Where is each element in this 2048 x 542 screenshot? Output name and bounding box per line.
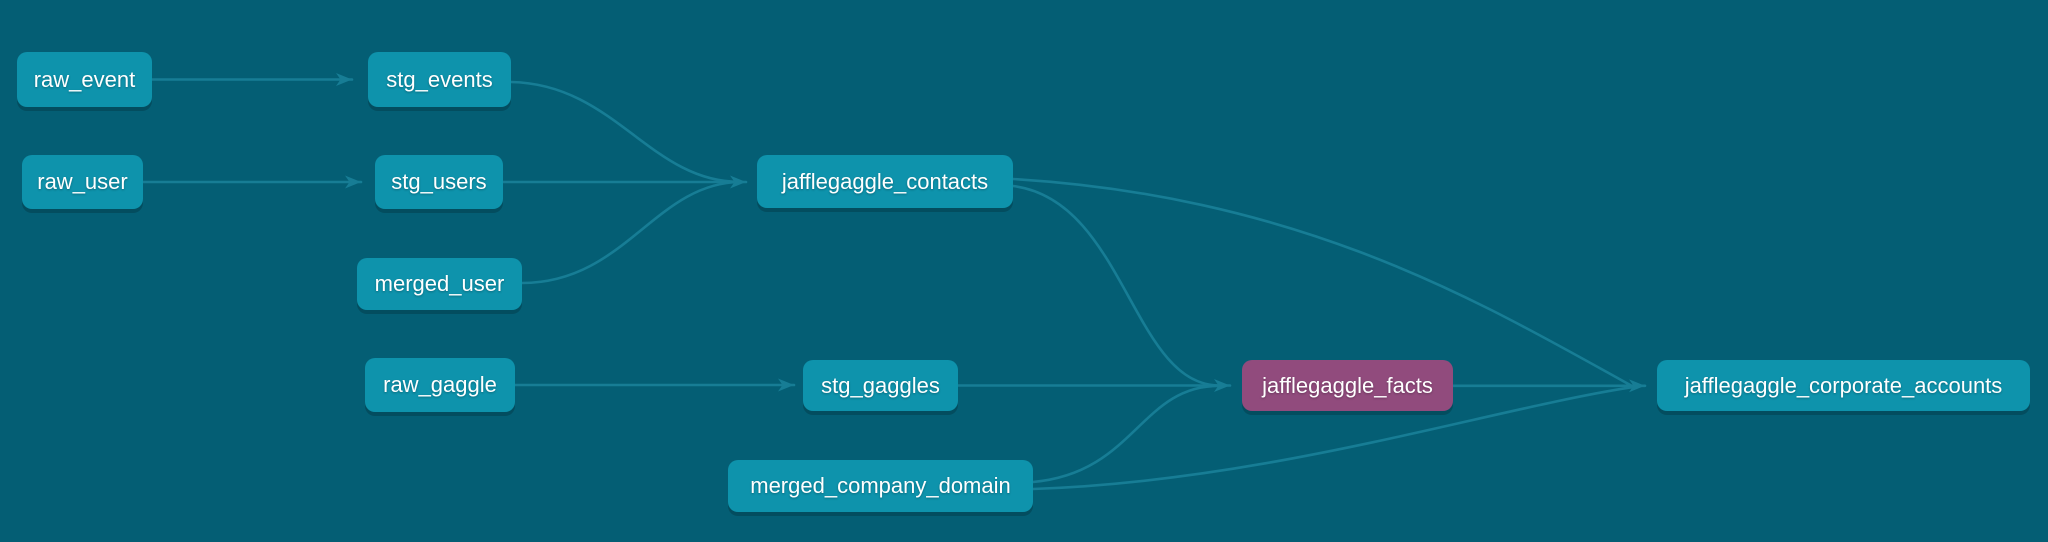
node-label: jafflegaggle_contacts xyxy=(781,168,989,194)
node-merged_user[interactable]: merged_user xyxy=(357,258,522,310)
node-label: raw_event xyxy=(33,66,136,92)
node-label: jafflegaggle_facts xyxy=(1262,372,1433,398)
node-merged_company_domain[interactable]: merged_company_domain xyxy=(728,460,1033,512)
node-jafflegaggle_corporate_accounts[interactable]: jafflegaggle_corporate_accounts xyxy=(1657,360,2030,411)
node-label: stg_events xyxy=(386,66,493,92)
node-label: merged_user xyxy=(374,271,505,296)
node-label: raw_user xyxy=(37,169,128,194)
edge-jafflegaggle_contacts-jafflegaggle_corporate_accounts xyxy=(1011,177,1634,388)
node-raw_user[interactable]: raw_user xyxy=(22,155,143,209)
node-raw_gaggle[interactable]: raw_gaggle xyxy=(365,358,515,412)
edge-stg_events-jafflegaggle_contacts xyxy=(509,80,742,184)
node-label: jafflegaggle_corporate_accounts xyxy=(1684,372,2003,398)
node-jafflegaggle_facts[interactable]: jafflegaggle_facts xyxy=(1242,360,1453,411)
node-stg_users[interactable]: stg_users xyxy=(375,155,503,209)
node-label: merged_company_domain xyxy=(750,473,1011,498)
node-label: stg_users xyxy=(391,169,487,194)
node-stg_events[interactable]: stg_events xyxy=(368,52,511,107)
node-label: raw_gaggle xyxy=(383,372,497,397)
node-stg_gaggles[interactable]: stg_gaggles xyxy=(803,360,958,411)
node-jafflegaggle_contacts[interactable]: jafflegaggle_contacts xyxy=(757,155,1013,208)
edge-jafflegaggle_contacts-jafflegaggle_facts xyxy=(1011,184,1221,387)
edge-merged_company_domain-jafflegaggle_facts xyxy=(1031,384,1221,484)
node-label: stg_gaggles xyxy=(821,372,940,398)
node-raw_event[interactable]: raw_event xyxy=(17,52,152,107)
edge-merged_company_domain-jafflegaggle_corporate_accounts xyxy=(1031,385,1634,491)
edge-merged_user-jafflegaggle_contacts xyxy=(520,180,742,285)
